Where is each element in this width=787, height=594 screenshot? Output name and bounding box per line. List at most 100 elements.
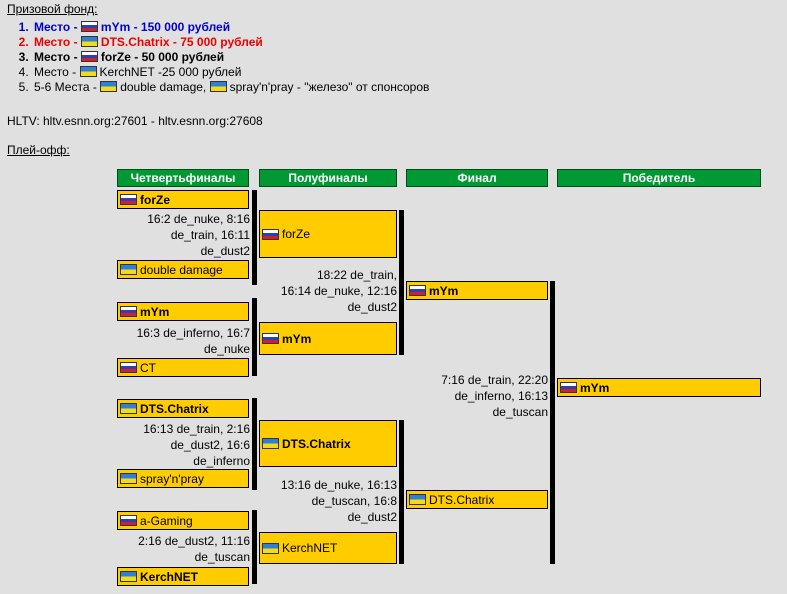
map-result: de_dust2 — [347, 510, 397, 524]
prize-team: double damage, — [120, 80, 207, 94]
team-slot: DTS.Chatrix — [259, 420, 397, 467]
map-result: de_inferno, 16:13 — [454, 389, 548, 403]
team-name: a-Gaming — [140, 513, 193, 528]
prize-fund-title: Призовой фонд: — [7, 2, 98, 16]
team-name: KerchNET — [140, 569, 199, 584]
prize-item: Место - DTS.Chatrix - 75 000 рублей — [32, 35, 429, 50]
map-result: 13:16 de_nuke, 16:13 — [280, 478, 397, 492]
team-slot: mYm — [557, 378, 761, 397]
header-winner: Победитель — [557, 169, 761, 187]
flag-icon — [409, 285, 426, 296]
place-label: Место - — [34, 35, 81, 49]
team-slot: mYm — [406, 281, 548, 300]
flag-icon — [120, 473, 137, 484]
map-result: de_inferno — [193, 454, 250, 468]
team-name: CT — [140, 360, 156, 375]
place-label: Место - — [34, 65, 80, 79]
flag-icon — [262, 542, 279, 554]
team-slot: KerchNET — [117, 567, 249, 586]
prize-note: - "железо" от спонсоров — [293, 80, 430, 94]
map-result: 16:3 de_inferno, 16:7 — [136, 326, 250, 340]
prize-item: Место - forZe - 50 000 рублей — [32, 50, 429, 65]
flag-icon — [120, 306, 137, 317]
map-result: de_dust2 — [200, 244, 250, 258]
team-name: DTS.Chatrix — [282, 436, 351, 451]
match-score: 7:16 de_train, 22:20 de_inferno, 16:13 de_… — [400, 372, 548, 420]
team-slot: DTS.Chatrix — [406, 490, 548, 509]
flag-icon — [120, 362, 137, 373]
map-result: de_tuscan, 16:8 — [311, 494, 397, 508]
flag-icon — [80, 21, 98, 32]
flag-icon — [80, 36, 98, 47]
team-slot: forZe — [259, 210, 397, 258]
prize-item: 5-6 Места - double damage, spray'n'pray … — [32, 80, 429, 95]
map-result: 16:13 de_train, 2:16 — [143, 422, 250, 436]
bracket-line — [550, 281, 555, 564]
prize-team: mYm - 150 000 рублей — [100, 20, 231, 34]
team-name: mYm — [580, 380, 610, 395]
bracket-line — [252, 398, 257, 490]
bracket-line — [399, 420, 404, 564]
place-label: Место - — [34, 20, 81, 34]
team-name: DTS.Chatrix — [429, 492, 495, 507]
team-slot: a-Gaming — [117, 511, 249, 530]
flag-icon — [262, 228, 279, 240]
header-quarterfinals: Четвертьфиналы — [117, 169, 249, 187]
team-slot: mYm — [117, 302, 249, 321]
map-result: de_tuscan — [492, 405, 548, 419]
flag-icon — [120, 194, 137, 205]
match-score: 16:2 de_nuke, 8:16 de_train, 16:11 de_dust… — [110, 211, 250, 259]
team-name: spray'n'pray — [140, 471, 204, 486]
map-result: de_tuscan — [194, 550, 250, 564]
bracket-line — [399, 210, 404, 355]
team-slot: mYm — [259, 322, 397, 355]
flag-icon — [80, 51, 98, 62]
team-name: forZe — [140, 192, 170, 207]
team-slot: double damage — [117, 260, 249, 279]
bracket-line — [252, 510, 257, 584]
playoff-title: Плей-офф: — [7, 143, 70, 157]
map-result: de_dust2, 16:6 — [170, 438, 250, 452]
map-result: 7:16 de_train, 22:20 — [441, 373, 548, 387]
team-name: forZe — [282, 227, 311, 241]
map-result: de_dust2 — [347, 300, 397, 314]
team-name: mYm — [429, 283, 459, 298]
map-result: 2:16 de_dust2, 11:16 — [138, 534, 250, 548]
prize-team: forZe - 50 000 рублей — [100, 50, 225, 64]
map-result: de_train, 16:11 — [170, 228, 250, 242]
place-label: 5-6 Места - — [34, 80, 101, 94]
flag-icon — [120, 264, 137, 275]
flag-icon — [209, 81, 227, 92]
flag-icon — [79, 66, 97, 77]
flag-icon — [262, 438, 279, 449]
flag-icon — [409, 494, 426, 505]
flag-icon — [560, 382, 577, 393]
prize-item: Место - mYm - 150 000 рублей — [32, 20, 429, 35]
prize-team: DTS.Chatrix - 75 000 рублей — [100, 35, 263, 49]
prize-list: Место - mYm - 150 000 рублейМесто - DTS.… — [16, 20, 429, 95]
match-score: 13:16 de_nuke, 16:13 de_tuscan, 16:8 de_du… — [250, 477, 397, 525]
team-slot: forZe — [117, 190, 249, 209]
place-label: Место - — [34, 50, 81, 64]
flag-icon — [120, 403, 137, 414]
map-result: 16:14 de_nuke, 12:16 — [280, 284, 397, 298]
map-result: 16:2 de_nuke, 8:16 — [147, 212, 250, 226]
hltv-info: HLTV: hltv.esnn.org:27601 - hltv.esnn.or… — [7, 114, 263, 128]
team-name: mYm — [140, 304, 170, 319]
bracket-line — [252, 190, 257, 285]
team-name: KerchNET — [282, 541, 338, 555]
prize-team: spray'n'pray — [229, 80, 294, 94]
flag-icon — [120, 571, 137, 582]
team-name: mYm — [282, 331, 312, 346]
flag-icon — [120, 515, 137, 526]
prize-item: Место - KerchNET -25 000 рублей — [32, 65, 429, 80]
team-name: double damage — [140, 262, 223, 277]
bracket-line — [252, 298, 257, 376]
team-name: DTS.Chatrix — [140, 401, 209, 416]
flag-icon — [100, 81, 118, 92]
team-slot: KerchNET — [259, 532, 397, 564]
flag-icon — [262, 333, 279, 344]
match-score: 16:13 de_train, 2:16 de_dust2, 16:6 de_inf… — [110, 421, 250, 469]
